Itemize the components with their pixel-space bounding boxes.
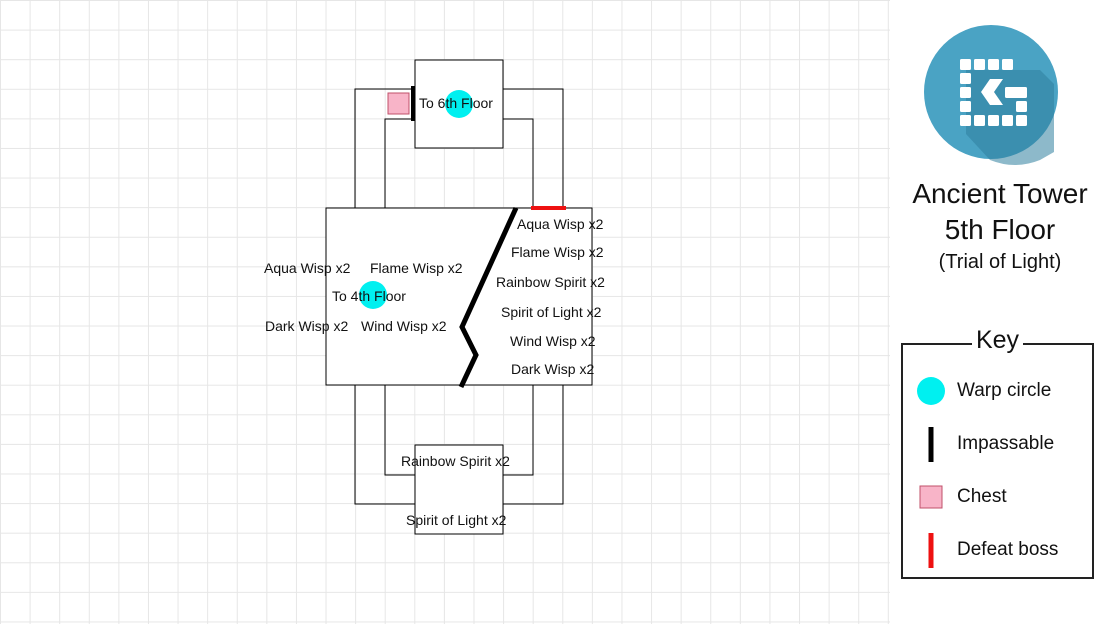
warp-circle-to-4th[interactable] (359, 281, 387, 309)
key-title-wrap: Key (903, 326, 1092, 355)
key-row-impassable: Impassable (903, 424, 1093, 464)
label-right-rainbow-spirit: Rainbow Spirit x2 (496, 274, 605, 290)
key-label-impassable: Impassable (957, 433, 1055, 454)
corridor-bottom-right-outer (503, 385, 564, 505)
floor-map: To 6th Floor To 4th Floor Aqua Wisp x2 F… (264, 59, 605, 535)
corridor-top-right-outer (503, 88, 564, 208)
corridors (354, 88, 564, 505)
key-label-warp: Warp circle (957, 380, 1052, 401)
impassable-icon (928, 427, 934, 462)
label-right-wind-wisp: Wind Wisp x2 (510, 333, 596, 349)
label-left-dark-wisp: Dark Wisp x2 (265, 318, 348, 334)
sidebar: Ancient Tower 5th Floor (Trial of Light)… (890, 0, 1110, 624)
key-row-chest: Chest (903, 477, 1093, 517)
label-right-dark-wisp: Dark Wisp x2 (511, 361, 594, 377)
impassable-wall-main (458, 206, 519, 389)
key-title: Key (971, 326, 1024, 354)
subtitle: (Trial of Light) (938, 251, 1062, 273)
label-bottom-rainbow-spirit: Rainbow Spirit x2 (401, 453, 510, 469)
label-left-wind-wisp: Wind Wisp x2 (361, 318, 447, 334)
warp-circle-to-6th[interactable] (445, 90, 473, 118)
chest[interactable] (387, 92, 410, 115)
key-box: Key Warp circle Impassable Chest Defeat (901, 326, 1094, 579)
corridor-top-left-outer (354, 88, 415, 208)
label-to-4th-floor: To 4th Floor (332, 288, 406, 304)
label-right-aqua-wisp: Aqua Wisp x2 (517, 216, 604, 232)
title-line-1: Ancient Tower (912, 178, 1088, 209)
chest-icon (919, 485, 943, 509)
corridor-bottom-right-inner (503, 385, 534, 476)
label-left-aqua-wisp: Aqua Wisp x2 (264, 260, 351, 276)
corridor-bottom-left-inner (384, 385, 415, 476)
key-row-boss: Defeat boss (903, 530, 1093, 570)
label-to-6th-floor: To 6th Floor (419, 95, 493, 111)
corridor-bottom-left-outer (354, 385, 415, 505)
title-line-2: 5th Floor (944, 214, 1056, 245)
map-grid: To 6th Floor To 4th Floor Aqua Wisp x2 F… (0, 0, 890, 624)
key-row-warp: Warp circle (903, 371, 1093, 411)
label-right-spirit-of-light: Spirit of Light x2 (501, 304, 602, 320)
label-bottom-spirit-of-light: Spirit of Light x2 (406, 512, 507, 528)
label-left-flame-wisp: Flame Wisp x2 (370, 260, 463, 276)
room-bottom (414, 444, 504, 535)
corridor-top-right-inner (503, 118, 534, 208)
key-label-chest: Chest (957, 486, 1007, 507)
tower-logo-icon (924, 25, 1058, 165)
key-label-boss: Defeat boss (957, 539, 1059, 560)
corridor-top-left-inner (384, 118, 415, 208)
warp-circle-icon (917, 377, 945, 405)
label-right-flame-wisp: Flame Wisp x2 (511, 244, 604, 260)
defeat-boss-icon (928, 533, 934, 568)
